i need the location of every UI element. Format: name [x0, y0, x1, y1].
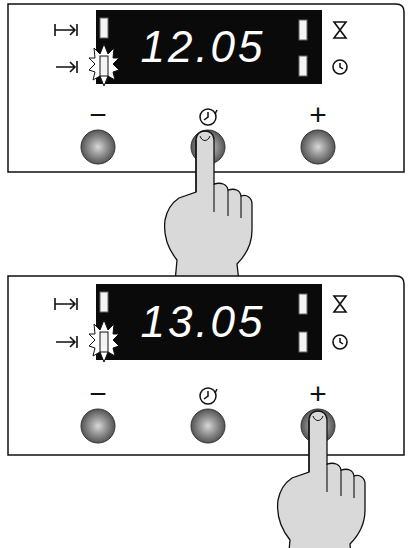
display-digits: 12.05 [140, 22, 265, 72]
pointing-hand [278, 411, 365, 548]
display-digits: 13.05 [140, 297, 265, 347]
control-panel [8, 4, 404, 282]
timer-display: 13.05 [110, 284, 296, 360]
timer-display: 12.05 [110, 10, 296, 84]
pointing-hand [165, 131, 252, 282]
button-label: + [309, 379, 327, 409]
button-label: − [89, 379, 107, 409]
button-label: − [89, 100, 107, 130]
button-label: + [309, 100, 327, 130]
control-panel [8, 276, 404, 548]
